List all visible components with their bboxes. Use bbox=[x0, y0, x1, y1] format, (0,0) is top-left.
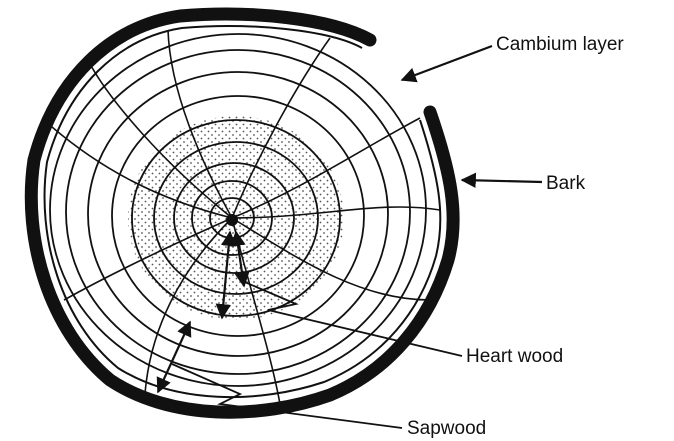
cambium-leader bbox=[402, 46, 492, 80]
label-cambium-layer: Cambium layer bbox=[496, 34, 624, 55]
label-sapwood: Sapwood bbox=[407, 418, 486, 439]
bark-leader bbox=[462, 180, 542, 182]
label-bark: Bark bbox=[546, 173, 586, 194]
pith bbox=[226, 214, 238, 226]
label-heartwood: Heart wood bbox=[466, 346, 563, 367]
